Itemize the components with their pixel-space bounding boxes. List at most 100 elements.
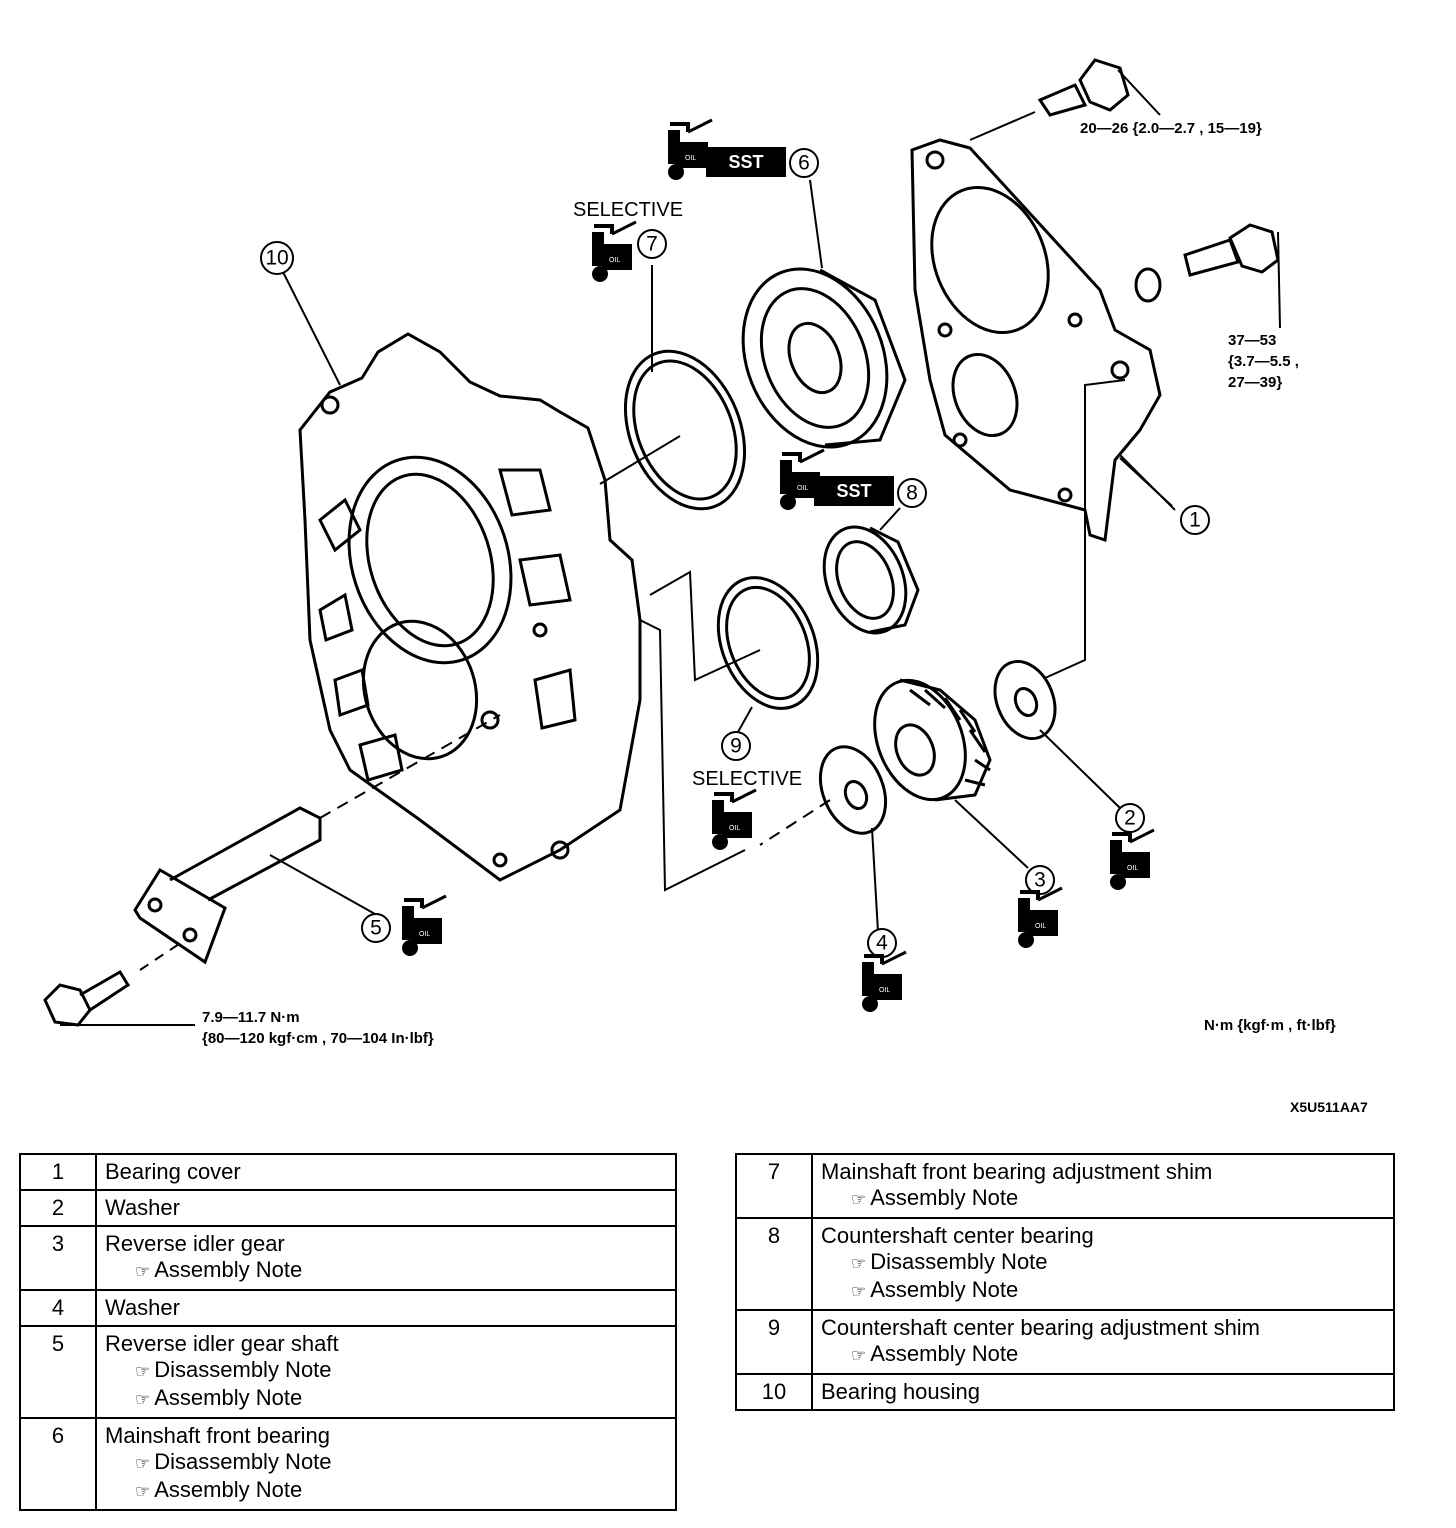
svg-text:5: 5 [370,917,382,940]
pointing-hand-icon: ☞ [135,1262,151,1281]
part-description: Mainshaft front bearing adjustment shim☞… [811,1153,1395,1219]
part-number: 7 [735,1153,813,1219]
oil-can-icon [666,118,714,182]
callout-4: 4 [867,928,897,958]
svg-text:2: 2 [1124,807,1136,830]
part-name: Bearing cover [105,1159,241,1184]
shim-7-drawing [599,265,747,511]
torque-right-bolt-line1: 37—53 [1228,332,1276,349]
callout-1: 1 [1180,505,1210,535]
table-row: 9 Countershaft center bearing adjustment … [735,1309,1395,1375]
pointing-hand-icon: ☞ [135,1390,151,1409]
note-link[interactable]: ☞Disassembly Note [105,1357,667,1385]
part-name: Bearing housing [821,1379,981,1404]
part-description: Bearing housing [811,1373,1395,1411]
pointing-hand-icon: ☞ [851,1190,867,1209]
part-number: 10 [735,1373,813,1411]
note-link[interactable]: ☞Assembly Note [821,1341,1385,1369]
reverse-idler-gear-shaft-drawing [133,714,501,971]
torque-right-bolt-line2: {3.7—5.5 , [1228,353,1299,370]
svg-text:8: 8 [906,482,918,505]
part-number: 3 [19,1225,97,1291]
note-label: Disassembly Note [154,1357,332,1382]
selective-label: SELECTIVE [692,768,802,790]
part-description: Mainshaft front bearing☞Disassembly Note… [95,1417,677,1511]
pointing-hand-icon: ☞ [851,1346,867,1365]
part-description: Reverse idler gear shaft☞Disassembly Not… [95,1325,677,1419]
note-link[interactable]: ☞Assembly Note [105,1385,667,1413]
svg-text:6: 6 [798,152,810,175]
callout-2: 2 [1115,803,1145,833]
part-description: Bearing cover [95,1153,677,1191]
pointing-hand-icon: ☞ [135,1482,151,1501]
part-name: Reverse idler gear shaft [105,1331,339,1356]
oil-can-icon [590,220,638,284]
bearing-cover-drawing [910,111,1176,543]
bearing-housing-drawing [298,332,642,882]
shim-9-drawing [639,570,820,892]
note-label: Assembly Note [154,1385,303,1410]
part-name: Countershaft center bearing adjustment s… [821,1315,1261,1340]
svg-text:SST: SST [728,152,763,172]
oil-can-icon [1016,886,1064,950]
svg-text:7: 7 [646,233,658,256]
torque-right-bolt-line3: 27—39} [1228,374,1282,391]
part-number: 6 [19,1417,97,1511]
part-name: Countershaft center bearing [821,1223,1094,1248]
shaft-bolt-drawing [43,969,195,1027]
part-number: 9 [735,1309,813,1375]
part-description: Countershaft center bearing☞Disassembly … [811,1217,1395,1311]
pointing-hand-icon: ☞ [135,1454,151,1473]
note-link[interactable]: ☞Assembly Note [105,1257,667,1285]
svg-text:9: 9 [730,735,742,758]
table-row: 4 Washer [19,1289,677,1327]
note-link[interactable]: ☞Assembly Note [821,1185,1385,1213]
oil-can-icon [710,788,758,852]
pointing-hand-icon: ☞ [851,1254,867,1273]
callout-8: 8 [897,478,927,508]
svg-text:4: 4 [876,932,888,955]
svg-text:3: 3 [1034,869,1046,892]
torque-shaft-bolt-line1: 7.9—11.7 N·m [202,1009,300,1026]
parts-table-right: 7 Mainshaft front bearing adjustment shim… [735,1153,1395,1411]
right-bolt-drawing [1134,223,1281,329]
note-link[interactable]: ☞Assembly Note [105,1477,667,1505]
part-name: Mainshaft front bearing adjustment shim [821,1159,1213,1184]
table-row: 1 Bearing cover [19,1153,677,1191]
pointing-hand-icon: ☞ [851,1282,867,1301]
washer-2-drawing [993,379,1126,809]
svg-text:10: 10 [265,247,288,270]
part-name: Washer [105,1295,180,1320]
callout-6: 6 [789,148,819,178]
callout-5: 5 [361,913,391,943]
selective-label: SELECTIVE [573,199,683,221]
callout-7: 7 [637,229,667,259]
part-description: Washer [95,1189,677,1227]
part-name: Washer [105,1195,180,1220]
note-label: Disassembly Note [870,1249,1048,1274]
part-name: Mainshaft front bearing [105,1423,331,1448]
reverse-idler-gear-drawing [873,678,1029,869]
oil-can-icon [860,950,908,1014]
exploded-parts-diagram: OIL [43,58,1368,1115]
table-row: 7 Mainshaft front bearing adjustment shim… [735,1153,1395,1219]
note-link[interactable]: ☞Disassembly Note [105,1449,667,1477]
part-number: 1 [19,1153,97,1191]
note-label: Assembly Note [870,1277,1019,1302]
note-link[interactable]: ☞Assembly Note [821,1277,1385,1305]
oil-can-icon [1108,828,1156,892]
note-label: Assembly Note [154,1257,303,1282]
callout-3: 3 [1025,865,1055,895]
part-description: Reverse idler gear☞Assembly Note [95,1225,677,1291]
note-label: Assembly Note [870,1341,1019,1366]
part-name: Reverse idler gear [105,1231,285,1256]
note-link[interactable]: ☞Disassembly Note [821,1249,1385,1277]
part-number: 4 [19,1289,97,1327]
part-number: 2 [19,1189,97,1227]
mainshaft-front-bearing-drawing [741,179,907,449]
note-label: Assembly Note [870,1185,1019,1210]
callout-10: 10 [260,241,294,275]
